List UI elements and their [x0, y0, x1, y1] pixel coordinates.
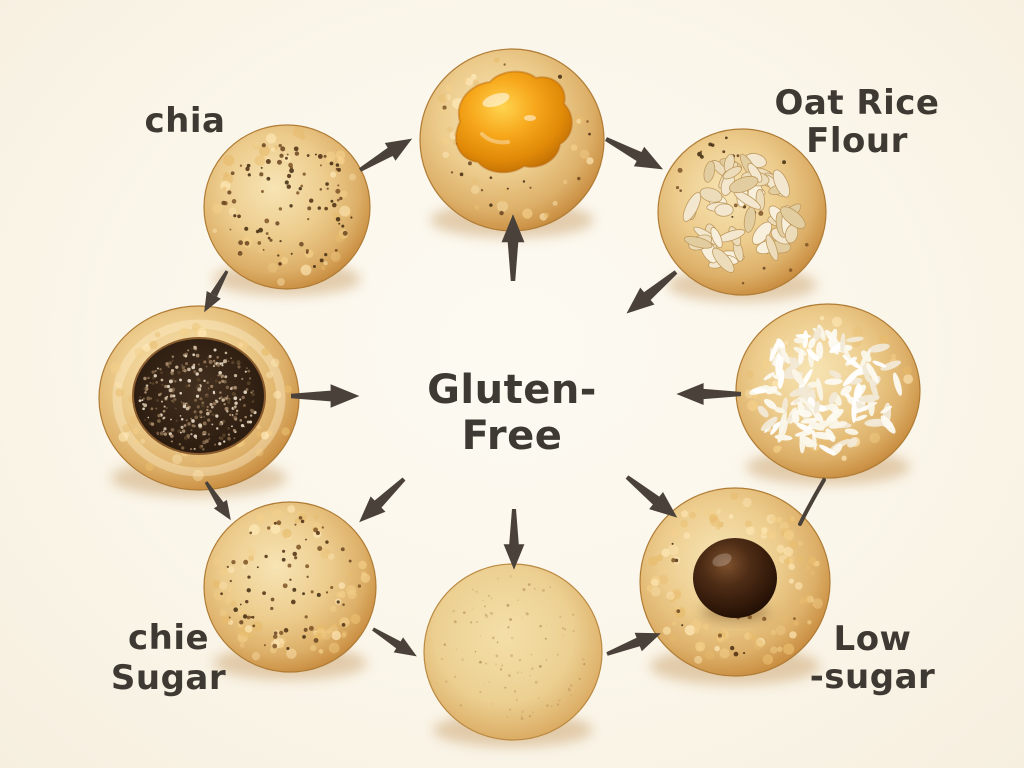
- label-line: Sugar: [110, 658, 227, 698]
- fine-speckles-texture: [440, 575, 586, 721]
- sugar-bumps-texture: [212, 126, 356, 286]
- label-chia: chia: [110, 102, 260, 140]
- chocolate-drop: [693, 538, 777, 618]
- arrow-topleft-to-top: [354, 129, 418, 179]
- connector-line-right: [798, 478, 826, 526]
- label-chie-sugar: chie Sugar: [76, 618, 261, 698]
- arrow-left-to-center: [291, 384, 360, 408]
- chia-speckles-texture: [221, 143, 353, 268]
- cookie-oat-top-right: [657, 128, 827, 302]
- cookie-base: [203, 124, 371, 290]
- label-oat-rice-flour: Oat Rice Flour: [754, 84, 960, 160]
- cookie-base: [657, 128, 827, 296]
- sugar-bumps-texture: [646, 492, 823, 665]
- cookie-plain-bottom: [423, 563, 603, 747]
- oat-flakes-texture: [682, 153, 806, 273]
- label-line: -sugar: [809, 657, 936, 697]
- arrow-topright-to-center: [619, 263, 684, 322]
- cookie-coconut-right: [735, 303, 921, 485]
- cookie-speckled-bottom-left: [203, 501, 377, 680]
- jam-highlight: [524, 115, 536, 121]
- arrow-right-to-center: [676, 382, 741, 406]
- coconut-shreds-texture: [749, 324, 902, 456]
- jam-highlight: [482, 92, 510, 108]
- label-line: Flour: [806, 121, 908, 161]
- arrow-center-to-bottomleft: [351, 471, 412, 530]
- jam-highlight: [480, 132, 510, 145]
- arrow-top-to-topright: [600, 129, 669, 180]
- jam-topping: [455, 70, 573, 174]
- cookie-chia-well-left: [98, 305, 300, 497]
- cookie-chocolate-drop-bottom-right: [639, 487, 831, 685]
- cookie-jam-thumbprint-top: [419, 48, 605, 238]
- label-line: chia: [144, 101, 226, 141]
- center-title: Gluten-Free: [382, 367, 642, 459]
- label-line: chie: [127, 618, 210, 658]
- label-line: Low: [833, 619, 912, 659]
- cookie-base: [423, 563, 603, 741]
- chia-seeds-texture: [138, 345, 257, 451]
- cookie-speckled-top-left: [203, 124, 371, 296]
- chocolate-highlight: [712, 553, 732, 567]
- label-line: Gluten-Free: [427, 367, 597, 459]
- chia-speckles-texture: [220, 516, 362, 651]
- label-line: Oat Rice: [774, 83, 940, 123]
- arrow-center-to-bottomcenter: [503, 509, 525, 570]
- arrow-bottomleft-to-bottomcenter: [368, 621, 422, 664]
- ring-highlight: [112, 319, 286, 477]
- label-low-sugar: Low -sugar: [780, 620, 965, 696]
